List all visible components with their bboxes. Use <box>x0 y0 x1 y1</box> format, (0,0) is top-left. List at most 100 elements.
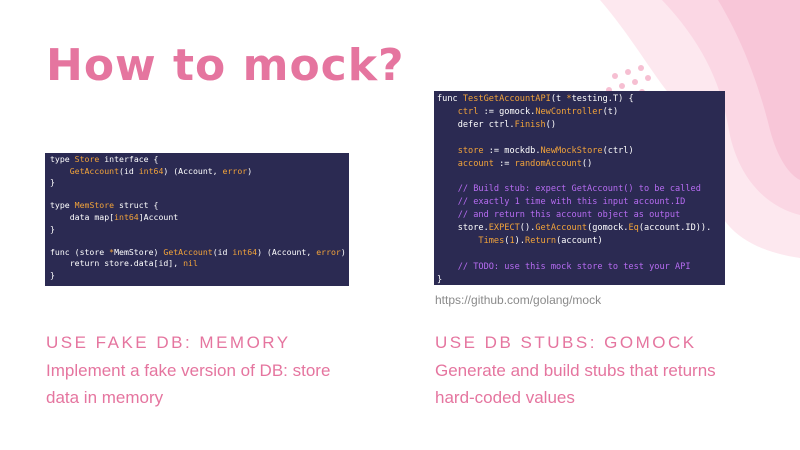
code-token: return store.data[id], <box>50 258 184 269</box>
code-line: // TODO: use this mock store to test you… <box>437 261 722 274</box>
code-token: Finish <box>514 119 546 130</box>
code-token: (t <box>550 94 567 104</box>
code-token: int64 <box>138 165 164 176</box>
code-line: func (store *MemStore) GetAccount(id int… <box>50 246 356 259</box>
code-token: () <box>581 158 593 169</box>
code-token: * <box>566 94 572 104</box>
code-token: defer ctrl. <box>437 119 515 130</box>
code-token <box>437 236 478 246</box>
code-line: return store.data[id], nil <box>50 258 344 270</box>
code-token: GetAccount <box>163 246 213 257</box>
gomock-link[interactable]: https://github.com/golang/mock <box>435 293 602 307</box>
code-token: ]Account <box>138 211 179 222</box>
code-token: store. <box>437 223 489 234</box>
code-token: () <box>545 119 557 130</box>
code-token: ) (Account, <box>257 246 317 257</box>
code-line: } <box>50 177 344 189</box>
code-token <box>50 166 70 176</box>
code-token: * <box>109 246 115 257</box>
code-token: (t) <box>602 106 619 117</box>
code-line: // and return this account object as out… <box>437 209 722 222</box>
code-token: nil <box>183 258 198 269</box>
code-line: } <box>437 274 722 287</box>
code-line <box>437 132 722 145</box>
code-token: (gomock. <box>587 223 629 234</box>
code-token: ). <box>514 235 526 246</box>
code-token: NewMockStore <box>540 145 603 156</box>
code-line: func TestGetAccountAPI(t *testing.T) { <box>437 93 722 106</box>
code-token: (id <box>212 246 233 257</box>
code-token: // and return this account object as out… <box>437 210 681 221</box>
code-token: // Build stub: expect GetAccount() to be… <box>437 184 701 195</box>
code-token: := mockdb. <box>483 145 541 156</box>
code-token: store <box>457 145 484 156</box>
code-token: type <box>50 200 75 211</box>
code-token: GetAccount <box>69 165 120 176</box>
slide-title: How to mock? <box>46 40 405 91</box>
code-line: type Store interface { <box>50 154 344 166</box>
code-line: // exactly 1 time with this input accoun… <box>437 196 722 209</box>
code-token: type <box>50 154 75 164</box>
code-token <box>437 107 458 117</box>
code-line: // Build stub: expect GetAccount() to be… <box>437 183 722 196</box>
code-token: TestGetAccountAPI <box>462 94 551 104</box>
code-token: error <box>316 246 341 257</box>
code-block-gomock: func TestGetAccountAPI(t *testing.T) { c… <box>434 91 725 285</box>
description-db-stubs: Generate and build stubs that returns ha… <box>435 361 716 407</box>
code-token: GetAccount <box>535 223 588 234</box>
code-token: NewController <box>535 106 603 117</box>
code-line <box>437 248 722 261</box>
code-token: MemStore <box>74 200 115 211</box>
code-token: (account) <box>556 235 603 246</box>
code-token: testing.T) { <box>571 94 634 104</box>
code-token: interface { <box>99 154 159 164</box>
code-line: store := mockdb.NewMockStore(ctrl) <box>437 145 722 158</box>
code-token: // exactly 1 time with this input accoun… <box>437 197 686 208</box>
code-token: int64 <box>114 211 139 222</box>
code-token <box>437 159 458 169</box>
code-token: int64 <box>232 246 258 257</box>
code-token: ) { <box>340 246 356 257</box>
heading-db-stubs: USE DB STUBS: GOMOCK <box>435 333 697 352</box>
code-token: ( <box>504 235 510 246</box>
code-token: func (store <box>50 246 110 257</box>
code-token: } <box>50 223 55 234</box>
description-fake-db: Implement a fake version of DB: store da… <box>46 361 331 407</box>
code-token: EXPECT <box>488 223 520 234</box>
code-token: error <box>222 165 248 176</box>
code-token: ) <box>247 165 253 176</box>
code-token <box>437 146 458 156</box>
code-line: GetAccount(id int64) (Account, error) <box>50 166 344 178</box>
code-line: } <box>50 224 344 236</box>
code-token: (). <box>519 223 536 234</box>
code-token: Eq <box>628 223 639 234</box>
code-token: (ctrl) <box>602 145 634 156</box>
code-token: } <box>50 177 55 188</box>
heading-fake-db: USE FAKE DB: MEMORY <box>46 333 291 352</box>
code-token: func <box>437 94 463 104</box>
code-token: data map[ <box>50 211 115 222</box>
code-token: ) (Account, <box>163 165 223 176</box>
code-token: MemStore) <box>114 246 164 257</box>
code-line: account := randomAccount() <box>437 158 722 171</box>
code-token: } <box>50 269 55 280</box>
code-token: Times <box>478 235 505 246</box>
code-token: (id <box>119 165 139 176</box>
code-line <box>50 235 344 247</box>
code-line: defer ctrl.Finish() <box>437 119 722 132</box>
code-token: := gomock. <box>478 106 536 117</box>
code-token: ctrl <box>457 106 479 117</box>
code-block-memstore: type Store interface { GetAccount(id int… <box>45 153 356 286</box>
code-token: 1 <box>509 235 515 246</box>
code-line <box>437 170 722 183</box>
code-token: } <box>437 274 443 285</box>
code-token: Return <box>525 235 557 246</box>
code-line: ctrl := gomock.NewController(t) <box>437 106 722 119</box>
code-token: struct { <box>114 200 159 211</box>
code-token: := <box>493 158 515 169</box>
code-token: account <box>457 158 494 169</box>
code-line: } <box>50 270 344 282</box>
code-line: data map[int64]Account <box>50 212 344 224</box>
code-token: Store <box>74 154 100 164</box>
code-token: // TODO: use this mock store to test you… <box>437 261 691 272</box>
